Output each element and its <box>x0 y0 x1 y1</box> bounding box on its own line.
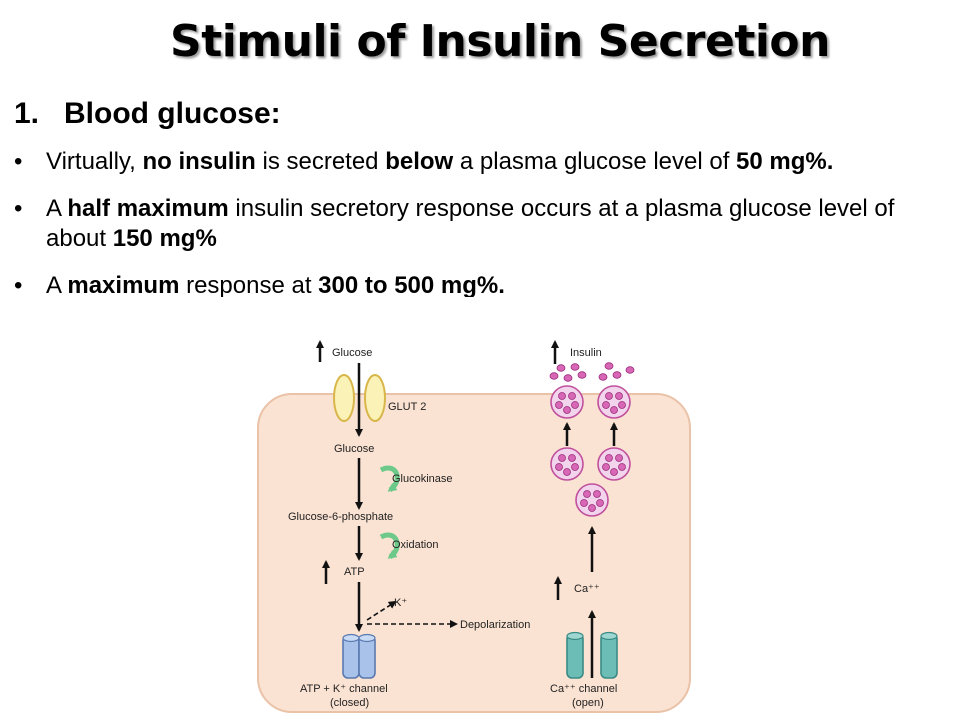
insulin-granule <box>575 483 609 517</box>
label-glucose-intracellular: Glucose <box>334 443 374 455</box>
label-calcium-channel: Ca⁺⁺ channel <box>550 683 617 695</box>
label-potassium-ion: K⁺ <box>394 597 407 609</box>
bullet-run: a plasma glucose level of <box>453 148 737 175</box>
bullet-emphasis: 300 to 500 mg%. <box>318 272 505 297</box>
slide-title: Stimuli of Insulin Secretion <box>170 16 831 67</box>
label-insulin: Insulin <box>570 347 602 359</box>
bullet-marker: • <box>14 148 23 175</box>
bullet-text: Virtually, no insulin is secreted below … <box>46 148 833 175</box>
bullet-list: • Virtually, no insulin is secreted belo… <box>14 147 904 314</box>
insulin-granule <box>597 447 631 481</box>
bullet-run: insulin secretory response occurs at a p… <box>46 195 895 252</box>
oxidation-arrow-icon <box>379 532 400 560</box>
bullet-emphasis: 50 mg%. <box>736 148 834 175</box>
label-calcium-ion: Ca⁺⁺ <box>574 583 600 595</box>
bullet-emphasis: below <box>385 148 454 175</box>
label-katp-channel: ATP + K⁺ channel <box>300 683 388 695</box>
section-label: Blood glucose: <box>64 97 281 130</box>
label-glucokinase: Glucokinase <box>392 473 453 485</box>
bullet-emphasis: no insulin <box>142 148 256 175</box>
label-katp-channel-state: (closed) <box>330 697 369 709</box>
beta-cell-body <box>257 393 691 713</box>
section-number: 1. <box>14 97 40 130</box>
insulin-granule <box>550 385 584 419</box>
bullet-emphasis: half maximum <box>67 195 229 222</box>
bullet-text: A maximum response at 300 to 500 mg%. <box>46 272 505 297</box>
bullet-run: A <box>46 195 68 222</box>
calcium-channel <box>566 631 618 679</box>
beta-cell-diagram: Glucose GLUT 2 Glucose Glucokinase Gluco… <box>257 340 691 713</box>
bullet-text: A half maximum insulin secretory respons… <box>46 195 894 252</box>
glut2-transporter <box>333 374 386 422</box>
insulin-granule <box>597 385 631 419</box>
bullet-emphasis: 150 mg% <box>112 225 217 252</box>
bullet-run: A <box>46 272 68 297</box>
bullet-item-3: • A maximum response at 300 to 500 mg%. <box>14 271 904 297</box>
bullet-item-1: • Virtually, no insulin is secreted belo… <box>14 147 904 177</box>
insulin-granule <box>550 447 584 481</box>
released-insulin-dots <box>549 362 635 382</box>
label-glucose-extracellular: Glucose <box>332 347 372 359</box>
bullet-run: Virtually, <box>46 148 143 175</box>
bullet-emphasis: maximum <box>67 272 180 297</box>
label-atp: ATP <box>344 566 365 578</box>
label-glucose-6-phosphate: Glucose-6-phosphate <box>288 511 393 523</box>
glucokinase-arrow-icon <box>379 465 400 493</box>
bullet-run: response at <box>179 272 319 297</box>
label-glut2: GLUT 2 <box>388 401 426 413</box>
label-depolarization: Depolarization <box>460 619 530 631</box>
bullet-item-2: • A half maximum insulin secretory respo… <box>14 194 904 254</box>
bullet-marker: • <box>14 272 23 297</box>
label-oxidation: Oxidation <box>392 539 438 551</box>
bullet-marker: • <box>14 195 23 222</box>
k-efflux-dashed-arrow <box>366 600 397 621</box>
label-calcium-channel-state: (open) <box>572 697 604 709</box>
bullet-run: is secreted <box>255 148 386 175</box>
section-heading: 1. Blood glucose: <box>14 97 281 131</box>
katp-channel <box>342 633 376 679</box>
